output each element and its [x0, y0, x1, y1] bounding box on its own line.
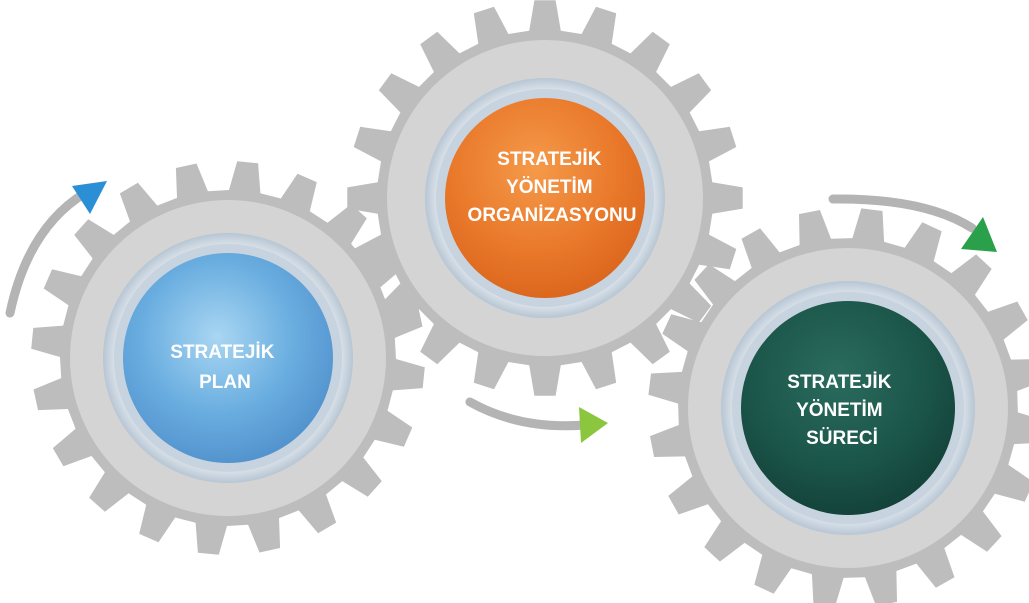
gear-surec-core [741, 301, 955, 515]
arrow-left [5, 181, 107, 318]
gear-organizasyon-core [445, 98, 645, 298]
gear-surec: STRATEJİK YÖNETİM SÜRECİ [648, 208, 1029, 603]
gear-organizasyon-label: STRATEJİK YÖNETİM ORGANİZASYONU [468, 149, 637, 226]
arrow-right-head-icon [961, 217, 997, 252]
gear-plan-label: STRATEJİK PLAN [170, 342, 279, 393]
arrow-right-track [828, 194, 977, 233]
gear-plan-core [123, 253, 333, 463]
arrow-middle [465, 397, 608, 443]
arrow-left-track [5, 188, 90, 318]
gear-surec-label: STRATEJİK YÖNETİM SÜRECİ [787, 372, 896, 449]
arrow-left-head-icon [72, 181, 107, 214]
arrow-middle-track [465, 397, 590, 431]
arrow-right [828, 194, 997, 252]
arrow-middle-head-icon [579, 407, 608, 443]
gear-organizasyon: STRATEJİK YÖNETİM ORGANİZASYONU [347, 0, 743, 396]
gear-plan: STRATEJİK PLAN [31, 161, 425, 555]
